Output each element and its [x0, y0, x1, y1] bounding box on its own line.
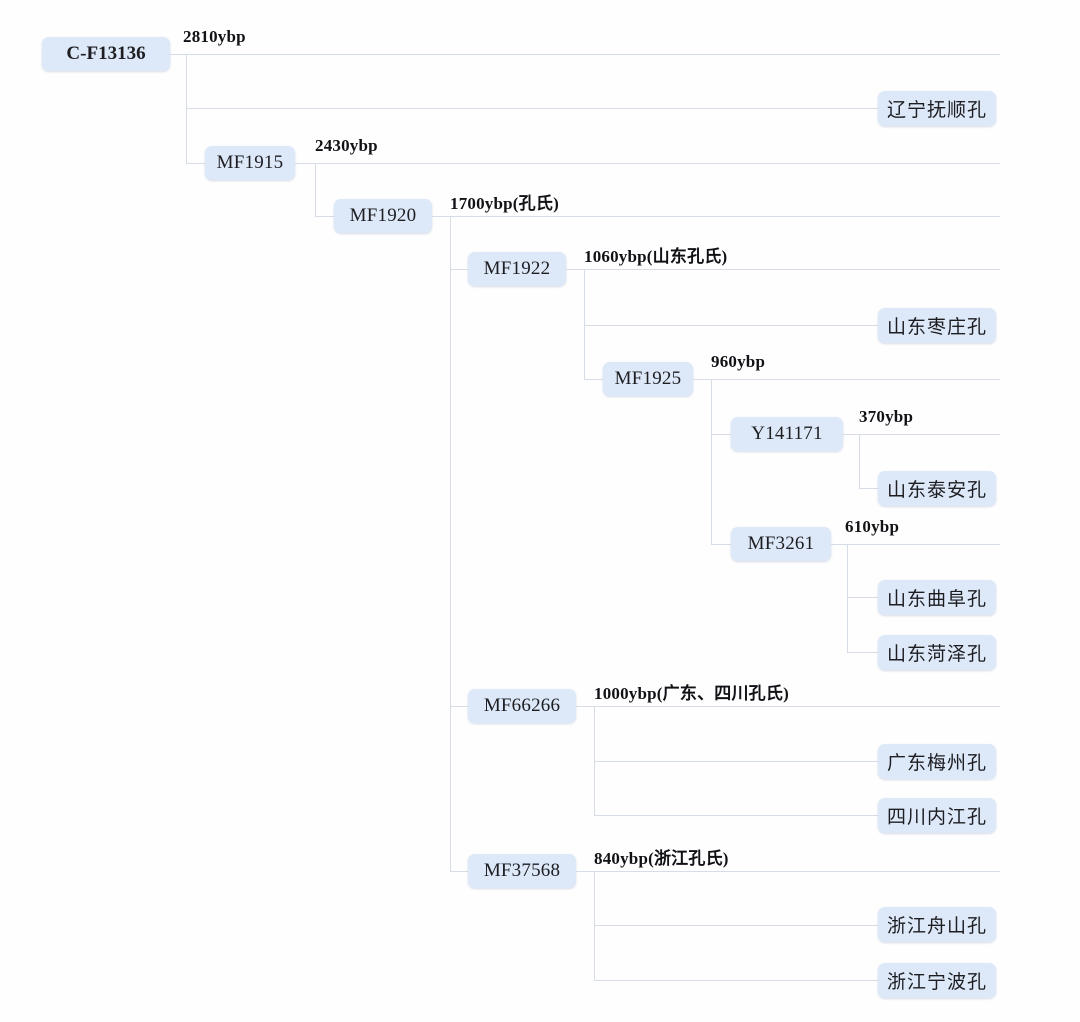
- leaf-label: 浙江宁波孔: [886, 971, 987, 993]
- connector-mf1920-branch-top: [450, 216, 1000, 217]
- leaf-label: 山东泰安孔: [886, 479, 987, 501]
- connector-mf1922-vertical: [584, 269, 585, 379]
- connector-y141171-to-taian: [859, 488, 878, 489]
- connector-y141171-vertical: [859, 434, 860, 488]
- connector-mf1920-vertical: [450, 216, 451, 871]
- leaf-guangdong-meizhou[interactable]: 广东梅州孔: [878, 744, 996, 779]
- connector-mf1925-branch-top: [711, 379, 1000, 380]
- node-label: MF1920: [349, 205, 417, 226]
- node-y141171[interactable]: Y141171: [731, 417, 843, 451]
- connector-mf1915-stub: [295, 163, 315, 164]
- node-label: C-F13136: [66, 43, 146, 64]
- connector-mf3261-branch-top: [847, 544, 1000, 545]
- node-mf1920[interactable]: MF1920: [334, 199, 432, 233]
- leaf-shandong-heze[interactable]: 山东菏泽孔: [878, 635, 996, 670]
- connector-mf1915-to-mf1920: [315, 216, 334, 217]
- leaf-liaoning-fushun[interactable]: 辽宁抚顺孔: [878, 91, 996, 126]
- connector-mf66266-branch-top: [594, 706, 1000, 707]
- leaf-shandong-qufu[interactable]: 山东曲阜孔: [878, 580, 996, 615]
- node-label: MF66266: [483, 695, 561, 716]
- connector-mf37568-to-ningbo: [594, 980, 878, 981]
- leaf-label: 山东菏泽孔: [886, 643, 987, 665]
- connector-mf3261-to-qufu: [847, 597, 878, 598]
- connector-mf1920-to-mf37568: [450, 871, 468, 872]
- connector-mf37568-branch-top: [594, 871, 1000, 872]
- connector-mf3261-vertical: [847, 544, 848, 652]
- connector-root-stub: [170, 54, 186, 55]
- connector-mf3261-stub: [831, 544, 847, 545]
- branch-label-mf1920: 1700ybp(孔氏): [450, 194, 559, 213]
- node-label: MF1915: [216, 152, 284, 173]
- connector-mf1925-stub: [693, 379, 711, 380]
- connector-mf1922-to-zaozhuang: [584, 325, 878, 326]
- connector-mf1920-to-mf1922: [450, 269, 468, 270]
- connector-mf66266-stub: [576, 706, 594, 707]
- branch-label-mf3261: 610ybp: [845, 517, 900, 536]
- node-mf3261[interactable]: MF3261: [731, 527, 831, 561]
- leaf-label: 四川内江孔: [886, 806, 987, 828]
- connector-mf1925-to-mf3261: [711, 544, 731, 545]
- node-mf66266[interactable]: MF66266: [468, 689, 576, 723]
- leaf-label: 广东梅州孔: [886, 752, 987, 774]
- leaf-shandong-zaozhuang[interactable]: 山东枣庄孔: [878, 308, 996, 343]
- connector-y141171-branch-top: [859, 434, 1000, 435]
- branch-label-root: 2810ybp: [183, 27, 246, 46]
- node-mf1915[interactable]: MF1915: [205, 146, 295, 180]
- connector-mf3261-to-heze: [847, 652, 878, 653]
- branch-label-mf37568: 840ybp(浙江孔氏): [594, 849, 729, 868]
- connector-mf66266-to-meizhou: [594, 761, 878, 762]
- connector-mf1915-vertical: [315, 163, 316, 216]
- leaf-sichuan-neijiang[interactable]: 四川内江孔: [878, 798, 996, 833]
- leaf-shandong-taian[interactable]: 山东泰安孔: [878, 471, 996, 506]
- connector-y141171-stub: [843, 434, 859, 435]
- node-label: MF3261: [747, 533, 815, 554]
- leaf-label: 辽宁抚顺孔: [886, 99, 987, 121]
- connector-mf66266-vertical: [594, 706, 595, 815]
- node-label: MF1922: [483, 258, 551, 279]
- connector-mf1915-branch-top: [315, 163, 1000, 164]
- leaf-label: 山东枣庄孔: [886, 316, 987, 338]
- connector-root-branch-top: [186, 54, 1000, 55]
- node-mf1922[interactable]: MF1922: [468, 252, 566, 286]
- connector-mf66266-to-neijiang: [594, 815, 878, 816]
- connector-root-to-liaoning: [186, 108, 878, 109]
- connector-mf1922-stub: [566, 269, 584, 270]
- node-label: Y141171: [751, 423, 823, 444]
- leaf-zhejiang-ningbo[interactable]: 浙江宁波孔: [878, 963, 996, 998]
- branch-label-mf1922: 1060ybp(山东孔氏): [584, 247, 728, 266]
- node-label: MF1925: [614, 368, 682, 389]
- connector-mf37568-to-zhoushan: [594, 925, 878, 926]
- connector-root-vertical: [186, 54, 187, 164]
- connector-mf37568-stub: [576, 871, 594, 872]
- node-mf1925[interactable]: MF1925: [603, 362, 693, 396]
- connector-mf1922-to-mf1925: [584, 379, 603, 380]
- node-label: MF37568: [483, 860, 561, 881]
- connector-mf1922-branch-top: [584, 269, 1000, 270]
- connector-mf1925-vertical: [711, 379, 712, 544]
- branch-label-y141171: 370ybp: [859, 407, 914, 426]
- connector-root-to-mf1915: [186, 163, 205, 164]
- node-c-f13136[interactable]: C-F13136: [42, 37, 170, 71]
- connector-mf1925-to-y141171: [711, 434, 731, 435]
- leaf-zhejiang-zhoushan[interactable]: 浙江舟山孔: [878, 907, 996, 942]
- branch-label-mf66266: 1000ybp(广东、四川孔氏): [594, 684, 789, 703]
- leaf-label: 山东曲阜孔: [886, 588, 987, 610]
- branch-label-mf1925: 960ybp: [711, 352, 766, 371]
- branch-label-mf1915: 2430ybp: [315, 136, 378, 155]
- node-mf37568[interactable]: MF37568: [468, 854, 576, 888]
- connector-mf1920-to-mf66266: [450, 706, 468, 707]
- connector-mf1920-stub: [432, 216, 450, 217]
- leaf-label: 浙江舟山孔: [886, 915, 987, 937]
